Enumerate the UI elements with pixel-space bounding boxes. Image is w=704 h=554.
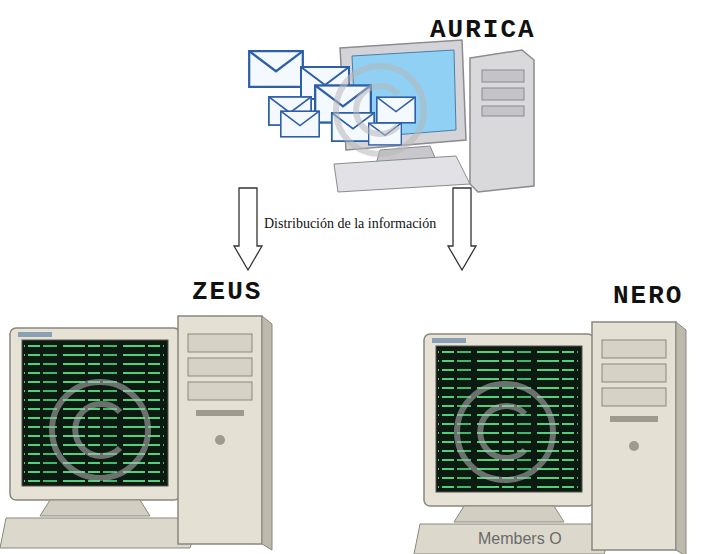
computer-name: AURICA	[430, 16, 536, 45]
workstation-illustration	[414, 322, 686, 554]
computer-node: AURICA	[240, 8, 560, 188]
distribution-arrow	[448, 188, 476, 270]
mail-server-illustration	[249, 40, 534, 192]
distribution-arrow	[234, 188, 262, 270]
watermark-symbol	[52, 66, 553, 480]
workstation-illustration	[0, 316, 272, 550]
computer-name: ZEUS	[192, 278, 262, 307]
computer-node: NERO	[405, 270, 704, 552]
watermark-text: Members O	[476, 530, 564, 548]
flow-caption: Distribución de la información	[262, 216, 438, 232]
computer-name: NERO	[613, 282, 683, 311]
computer-node: ZEUS	[0, 270, 290, 552]
